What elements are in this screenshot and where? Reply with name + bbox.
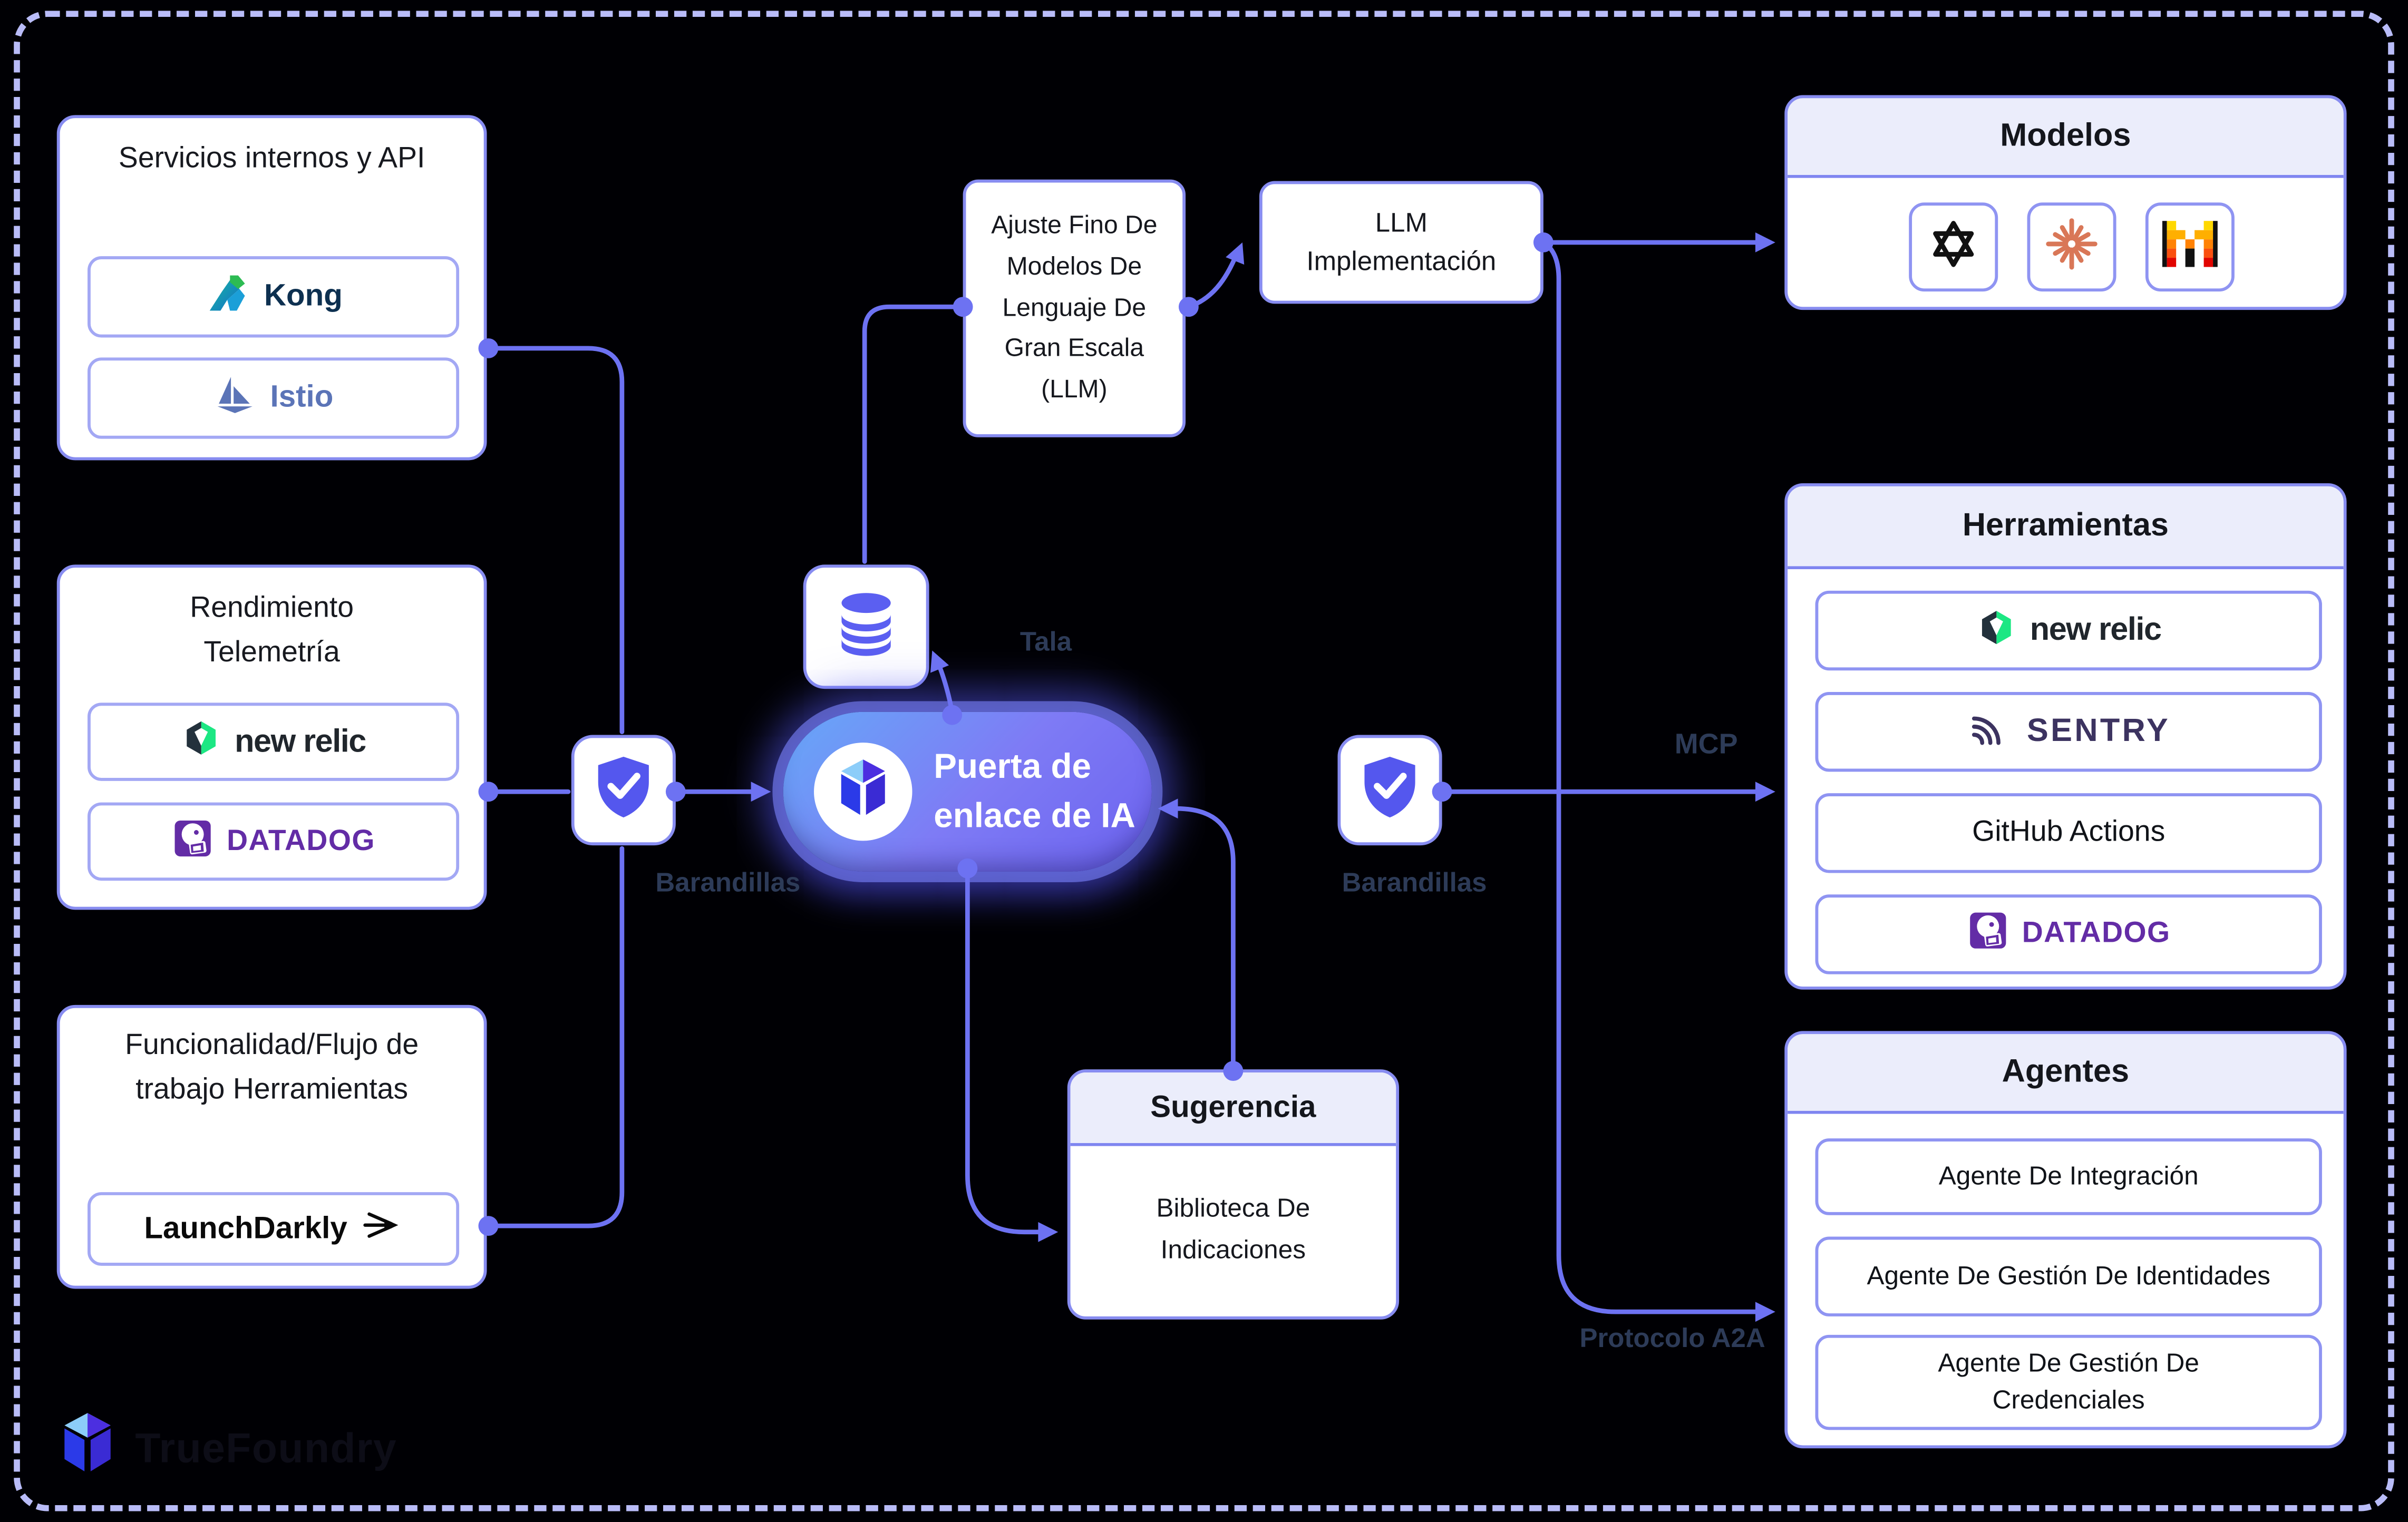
newrelic-card: new relic bbox=[88, 703, 460, 781]
datadog-label: DATADOG bbox=[227, 824, 375, 857]
newrelic-label: new relic bbox=[235, 723, 366, 759]
model-card-mistral bbox=[2145, 202, 2235, 292]
istio-label: Istio bbox=[270, 380, 334, 415]
llm-deployment-box: LLM Implementación bbox=[1259, 181, 1543, 304]
tool-row-sentry: SENTRY bbox=[1815, 691, 2322, 772]
tools-box: Herramientas new relic SENTRY bbox=[1784, 483, 2347, 990]
gateway-title: Puerta de enlace de IA bbox=[934, 747, 1135, 835]
kong-icon bbox=[204, 271, 250, 322]
prompt-box: Sugerencia Biblioteca De Indicaciones bbox=[1067, 1069, 1400, 1320]
shield-check-icon bbox=[1359, 753, 1421, 828]
claude-icon bbox=[2043, 214, 2101, 280]
finetune-title: Ajuste Fino De Modelos De Lenguaje De Gr… bbox=[991, 212, 1158, 404]
finetune-box: Ajuste Fino De Modelos De Lenguaje De Gr… bbox=[963, 179, 1186, 437]
footer-brand-text: TrueFoundry bbox=[135, 1425, 397, 1471]
openai-icon bbox=[1926, 216, 1981, 278]
internal-services-box: Servicios internos y API Kong bbox=[56, 115, 487, 461]
tool-newrelic-label: new relic bbox=[2030, 612, 2162, 648]
model-card-claude bbox=[2027, 202, 2116, 292]
agents-box: Agentes Agente De Integración Agente De … bbox=[1784, 1031, 2347, 1449]
launchdarkly-arrow-icon bbox=[361, 1207, 403, 1251]
launchdarkly-card: LaunchDarkly bbox=[88, 1192, 460, 1266]
agent-identity-label: Agente De Gestión De Identidades bbox=[1867, 1261, 2270, 1291]
datadog-icon bbox=[1967, 910, 2008, 959]
agents-title: Agentes bbox=[1788, 1034, 2344, 1114]
model-card-openai bbox=[1909, 202, 1998, 292]
tool-row-datadog: DATADOG bbox=[1815, 894, 2322, 974]
agent-row-identity: Agente De Gestión De Identidades bbox=[1815, 1236, 2322, 1316]
tool-row-newrelic: new relic bbox=[1815, 590, 2322, 671]
llm-deployment-title: LLM Implementación bbox=[1306, 206, 1497, 277]
tool-datadog-label: DATADOG bbox=[2022, 917, 2171, 950]
gateway-logo-circle bbox=[814, 743, 912, 841]
truefoundry-cube-icon bbox=[57, 1413, 119, 1484]
label-mcp: MCP bbox=[1674, 727, 1738, 760]
istio-card: Istio bbox=[88, 357, 460, 439]
guardrail-left bbox=[571, 735, 676, 846]
label-a2a: Protocolo A2A bbox=[1579, 1322, 1765, 1353]
database-node bbox=[803, 564, 929, 689]
tools-title: Herramientas bbox=[1788, 486, 2344, 570]
truefoundry-cube-icon bbox=[834, 756, 892, 828]
shield-check-icon bbox=[593, 753, 655, 828]
telemetry-title: Rendimiento Telemetría bbox=[190, 592, 354, 668]
models-box: Modelos bbox=[1784, 95, 2347, 310]
footer-logo bbox=[57, 1410, 119, 1485]
datadog-card: DATADOG bbox=[88, 802, 460, 881]
tool-row-github-actions: GitHub Actions bbox=[1815, 793, 2322, 873]
label-tala: Tala bbox=[1019, 626, 1072, 657]
mistral-icon bbox=[2161, 219, 2219, 276]
launchdarkly-label: LaunchDarkly bbox=[144, 1211, 347, 1245]
datadog-icon bbox=[171, 817, 213, 866]
agent-row-integration: Agente De Integración bbox=[1815, 1138, 2322, 1215]
workflow-tools-box: Funcionalidad/Flujo de trabajo Herramien… bbox=[56, 1004, 487, 1289]
ai-gateway-node: Puerta de enlace de IA bbox=[783, 711, 1152, 872]
label-barandillas-right: Barandillas bbox=[1342, 866, 1487, 898]
database-icon bbox=[831, 588, 901, 666]
kong-card: Kong bbox=[88, 256, 460, 338]
agent-integration-label: Agente De Integración bbox=[1938, 1162, 2199, 1191]
tool-sentry-label: SENTRY bbox=[2026, 713, 2171, 749]
agent-credentials-label: Agente De Gestión De Credenciales bbox=[1938, 1349, 2199, 1415]
agent-row-credentials: Agente De Gestión De Credenciales bbox=[1815, 1334, 2322, 1430]
dashed-border bbox=[14, 11, 2394, 1511]
newrelic-icon bbox=[1976, 607, 2016, 654]
prompt-box-body: Biblioteca De Indicaciones bbox=[1156, 1194, 1310, 1264]
prompt-box-title: Sugerencia bbox=[1070, 1072, 1396, 1146]
newrelic-icon bbox=[181, 718, 221, 765]
istio-icon bbox=[213, 372, 257, 425]
workflow-tools-title: Funcionalidad/Flujo de trabajo Herramien… bbox=[125, 1029, 419, 1106]
models-title: Modelos bbox=[1788, 98, 2344, 178]
kong-label: Kong bbox=[264, 279, 343, 313]
internal-services-title: Servicios internos y API bbox=[118, 142, 425, 175]
label-barandillas-left: Barandillas bbox=[655, 866, 801, 898]
telemetry-box: Rendimiento Telemetría new relic bbox=[56, 564, 487, 910]
sentry-icon bbox=[1967, 707, 2013, 756]
tool-github-actions-label: GitHub Actions bbox=[1972, 815, 2166, 848]
guardrail-right bbox=[1337, 735, 1442, 846]
